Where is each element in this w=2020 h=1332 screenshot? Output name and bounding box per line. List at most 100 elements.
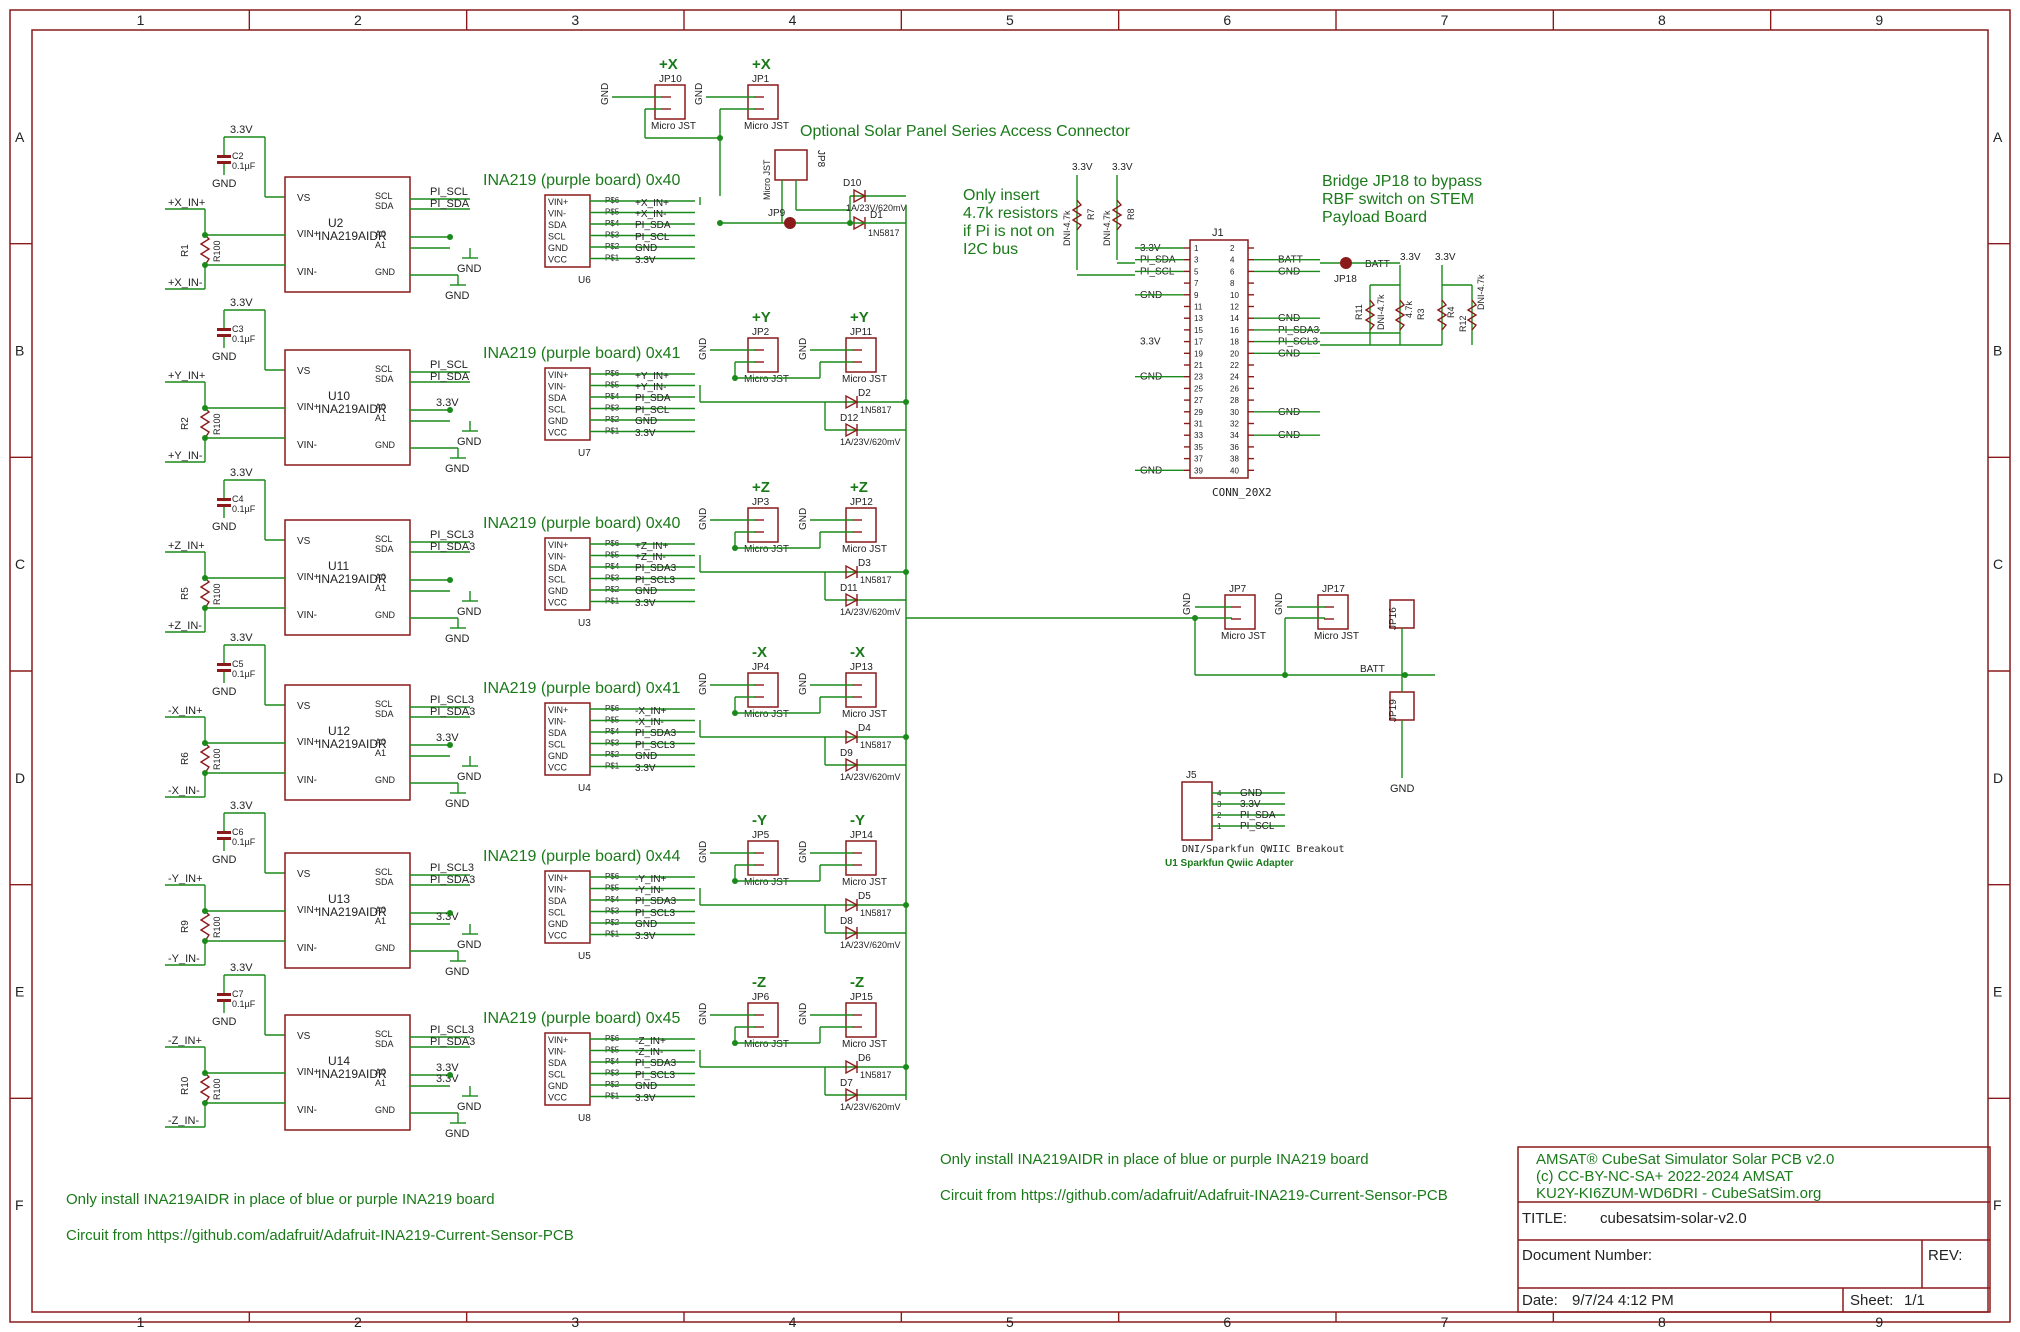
board-ref: U5 [578,951,591,962]
resistor-ref: R10 [180,1076,191,1095]
connector-value: Micro JST [744,374,789,385]
board-pin-label: VIN+ [548,197,568,207]
capacitor-ref: C3 [232,324,244,334]
net-label: 3.3V [635,598,656,609]
chip-pin-label: VIN- [297,440,317,451]
resistor-value: DNI-4.7k [1376,294,1386,330]
ground-label: GND [445,633,470,645]
note-bridge-line: Bridge JP18 to bypass [1322,173,1482,190]
resistor-value: R100 [212,583,222,605]
header-pin-number: 10 [1230,291,1239,300]
chip-ref: U10 [328,389,350,403]
board-title: INA219 (purple board) 0x40 [483,515,681,532]
header-pin-number: 1 [1194,244,1199,253]
net-label: PI_SCL [430,186,468,198]
capacitor-plate [217,498,231,501]
net-label: 3.3V [635,255,656,266]
header-pin-number: 13 [1194,314,1203,323]
header-pin-number: 39 [1194,466,1203,475]
chip-pin-label: VS [297,536,311,547]
header-pin-number: 5 [1194,267,1199,276]
connector-ref: JP17 [1322,584,1345,595]
chip-ref: U11 [328,559,349,573]
connector-ref: JP10 [659,74,682,85]
board-pin-label: VCC [548,1093,568,1103]
junction-dot [1192,615,1198,621]
diode-symbol [845,897,859,913]
junction-dot [732,1040,738,1046]
capacitor-value: 0.1µF [232,837,256,847]
diode-ref: D8 [840,916,853,927]
net-label: PI_SDA [430,371,470,383]
capacitor-value: 0.1µF [232,999,256,1009]
connector-body [747,672,779,708]
chip-pin-label: VS [297,701,311,712]
board-pin-label: VIN+ [548,370,568,380]
chip-pin-label: VS [297,193,311,204]
ground-label: GND [798,1003,809,1025]
connector-body [654,84,686,120]
ground-label: GND [1390,783,1415,795]
net-label: +Y_IN- [635,382,666,393]
diode-ref: D7 [840,1078,853,1089]
chip-pin-label: SDA [375,374,394,384]
net-label: PI_SDA [635,393,671,404]
sensor-channel: 3.3VC70.1µFGNDVSVIN+VIN-U14INA219AIDRSCL… [165,962,909,1140]
connector-label: +X [659,56,678,73]
board-pin-label: VIN+ [548,873,568,883]
board-pin-label: SDA [548,563,567,573]
junction-dot [447,234,453,240]
capacitor-value: 0.1µF [232,334,256,344]
header-value: CONN_20X2 [1212,486,1272,499]
row-marker: A [15,129,25,145]
board-pin-label: GND [548,586,569,596]
diode-body [845,1087,859,1103]
junction-dot [202,435,208,441]
supply-label: 3.3V [230,467,253,479]
junction-dot [202,405,208,411]
board-title: INA219 (purple board) 0x41 [483,345,681,362]
connector-value: Micro JST [744,709,789,720]
connector-label: +Y [752,309,771,326]
board-ref: U8 [578,1113,591,1124]
chip-pin-label: A1 [375,583,386,593]
connector-label: +Z [850,479,868,496]
net-label: PI_SDA3 [635,728,677,739]
header-pin-number: 4 [1230,256,1235,265]
note-install-right: Only install INA219AIDR in place of blue… [940,1151,1369,1168]
net-label: PI_SDA3 [430,706,475,718]
chip-value: INA219AIDR [318,402,387,416]
chip-pin-label: A1 [375,240,386,250]
column-marker: 7 [1441,12,1449,28]
net-label: +X_IN- [635,209,666,220]
connector-body [747,84,779,120]
connector-value: Micro JST [842,877,887,888]
junction-dot [447,577,453,583]
row-marker: D [15,770,25,786]
chip-pin-label: VIN- [297,610,317,621]
chip-pin-label: VS [297,1031,311,1042]
net-label: PI_SDA [1240,810,1276,821]
chip-pin-label: SCL [375,699,393,709]
shunt-resistor [199,910,211,942]
net-label: +Z_IN- [635,552,666,563]
connector-ref: JP14 [850,830,873,841]
board-title: INA219 (purple board) 0x44 [483,848,681,865]
board-title: INA219 (purple board) 0x45 [483,1010,681,1027]
chip-pin-label: SCL [375,364,393,374]
chip-pin-label: VIN- [297,943,317,954]
board-pin-label: VIN- [548,1047,566,1057]
ground-symbol: GND [445,448,470,475]
net-label: -X_IN+ [168,705,203,717]
chip-pin-label: VIN+ [297,737,320,748]
column-marker: 7 [1441,1314,1449,1330]
net-label: +X_IN- [168,277,203,289]
ground-label: GND [798,673,809,695]
diode-ref: D6 [858,1053,871,1064]
resistor-ref: R1 [180,244,191,257]
resistor-value: DNI-4.7k [1476,274,1486,310]
diode-value: 1A/23V/620mV [840,1102,901,1112]
